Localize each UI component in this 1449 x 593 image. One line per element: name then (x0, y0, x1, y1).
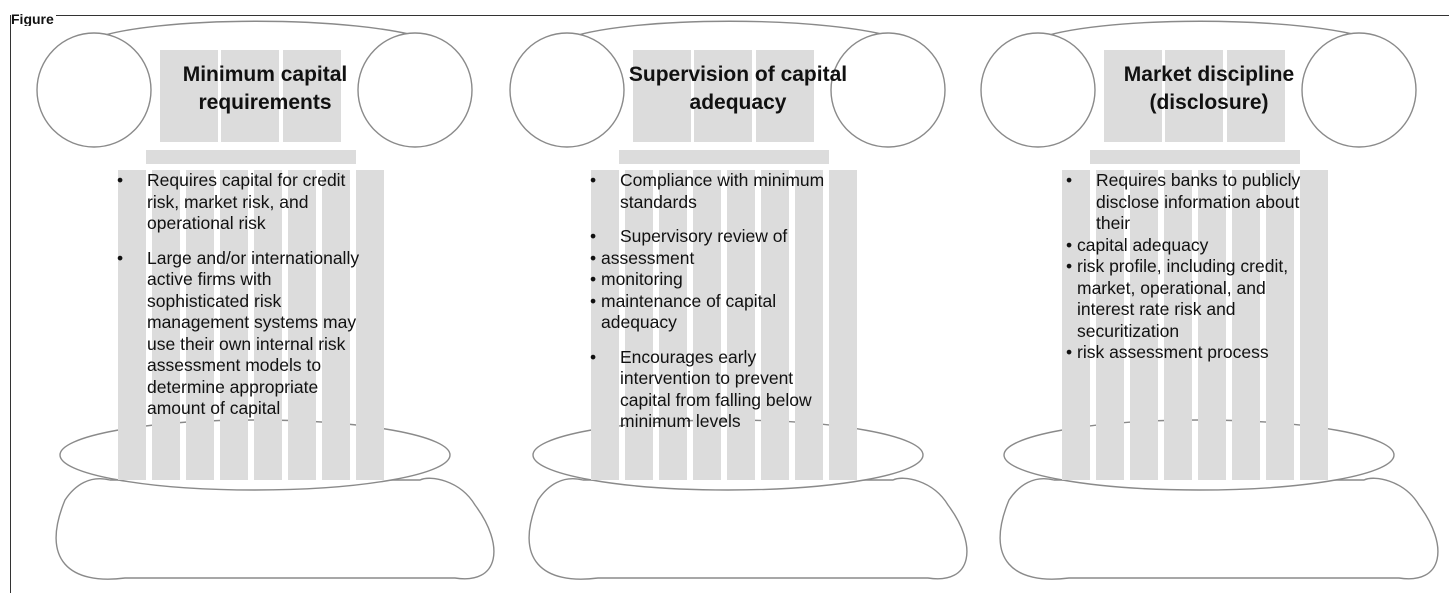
capital-block (160, 50, 218, 142)
left-volute (509, 32, 625, 148)
bullet-item: Requires banks to publicly disclose info… (1062, 170, 1322, 364)
column-abacus (146, 150, 356, 164)
capital-block (756, 50, 814, 142)
capital-block (1227, 50, 1285, 142)
figure-frame: Figure (10, 12, 1449, 593)
sub-item: monitoring (589, 269, 846, 291)
column-base (55, 477, 495, 580)
column-abacus (1090, 150, 1300, 164)
pillar-title: Market discipline (disclosure) (1123, 63, 1295, 114)
left-volute (980, 32, 1096, 148)
capital-block (283, 50, 341, 142)
pillar-content: Requires banks to publicly disclose info… (1062, 170, 1322, 377)
pillar-supervision: Supervision of capital adequacy Complian… (503, 0, 973, 593)
capital-block (1165, 50, 1223, 142)
right-volute (830, 32, 946, 148)
column-base (528, 477, 968, 580)
pillar-market-discipline: Market discipline (disclosure) Requires … (974, 0, 1444, 593)
bullet-text: Requires banks to publicly disclose info… (1096, 170, 1301, 233)
sub-item: maintenance of capital adequacy (589, 291, 846, 334)
bullet-item: Supervisory review of assessment monitor… (586, 226, 846, 334)
pillar-content: Requires capital for credit risk, market… (113, 170, 373, 433)
pillar-content: Compliance with minimum standards Superv… (586, 170, 846, 446)
pillar-title: Supervision of capital adequacy (628, 63, 848, 114)
left-volute (36, 32, 152, 148)
pillar-minimum-capital: Minimum capital requirements Requires ca… (30, 0, 500, 593)
capital-block (221, 50, 279, 142)
column-abacus (619, 150, 829, 164)
capital-top-curve (89, 20, 431, 41)
bullet-item: Large and/or internationally active firm… (113, 248, 373, 420)
bullet-item: Encourages early intervention to prevent… (586, 347, 846, 433)
right-volute (1301, 32, 1417, 148)
bullet-item: Compliance with minimum standards (586, 170, 846, 213)
capital-block (694, 50, 752, 142)
sub-item: assessment (589, 248, 846, 270)
capital-top-curve (562, 20, 904, 41)
capital-top-curve (1033, 20, 1375, 41)
right-volute (357, 32, 473, 148)
figure-label: Figure (11, 12, 56, 26)
sub-item: risk profile, including credit, market, … (1065, 256, 1322, 342)
sub-item: capital adequacy (1065, 235, 1322, 257)
bullet-item: Requires capital for credit risk, market… (113, 170, 373, 235)
column-base (999, 477, 1439, 580)
sub-item: risk assessment process (1065, 342, 1322, 364)
bullet-text: Supervisory review of (620, 226, 788, 246)
pillar-title: Minimum capital requirements (182, 63, 348, 114)
capital-block (633, 50, 691, 142)
capital-block (1104, 50, 1162, 142)
